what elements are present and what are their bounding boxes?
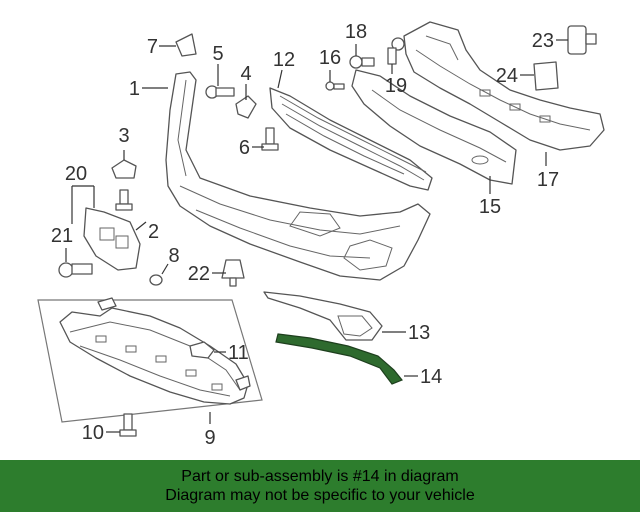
part-bumper-cover[interactable] (165, 71, 431, 281)
part-molding-highlighted[interactable] (275, 333, 403, 385)
callout-2: 2 (148, 221, 159, 243)
part-pin-16[interactable] (325, 81, 345, 91)
callout-18: 18 (345, 21, 367, 43)
callout-11: 11 (228, 342, 249, 364)
callout-16: 16 (319, 47, 341, 69)
callout-24: 24 (496, 65, 518, 87)
leader-lines (65, 39, 568, 433)
callout-12: 12 (273, 49, 295, 71)
splash-shield-outline-box (37, 299, 263, 423)
part-bolt-10[interactable] (119, 413, 137, 437)
callout-6: 6 (239, 137, 250, 159)
callout-4: 4 (240, 63, 251, 85)
callout-7: 7 (147, 36, 158, 58)
part-plug-8[interactable] (149, 274, 163, 286)
part-bumper-bracket[interactable] (83, 207, 141, 271)
part-screw-21[interactable] (58, 262, 93, 278)
part-clip-22[interactable] (221, 259, 245, 287)
part-reinforcement-beam[interactable] (403, 21, 605, 151)
callout-8: 8 (168, 245, 179, 267)
part-bracket-24[interactable] (533, 61, 559, 91)
callout-22: 22 (188, 263, 210, 285)
callout-23: 23 (532, 30, 554, 52)
part-bolt-2[interactable] (115, 189, 133, 211)
part-fog-lamp-bezel[interactable] (263, 291, 383, 341)
part-screw-18[interactable] (349, 55, 375, 69)
part-splash-shield[interactable] (59, 297, 251, 405)
part-energy-absorber[interactable] (351, 69, 517, 185)
parts-diagram: 1 2 3 4 5 6 7 8 9 10 11 12 13 14 15 16 1… (37, 21, 605, 449)
callout-14: 14 (420, 366, 442, 388)
part-sensor-23[interactable] (567, 25, 597, 55)
callout-10: 10 (82, 422, 104, 444)
callout-15: 15 (479, 196, 501, 218)
callout-5: 5 (212, 43, 223, 65)
callout-labels: 1 2 3 4 5 6 7 8 9 10 11 12 13 14 15 16 1… (51, 21, 559, 449)
callout-9: 9 (204, 427, 215, 449)
callout-3: 3 (118, 125, 129, 147)
part-clip-11[interactable] (189, 341, 215, 359)
callout-21: 21 (51, 225, 73, 247)
part-bolt-19[interactable] (387, 37, 405, 65)
callout-1: 1 (129, 78, 140, 100)
banner-line-disclaimer: Diagram may not be specific to your vehi… (165, 487, 475, 504)
part-bolt-6[interactable] (261, 127, 279, 151)
banner-line-part-number: Part or sub-assembly is #14 in diagram (181, 468, 459, 485)
callout-19: 19 (385, 75, 407, 97)
part-bracket-7[interactable] (175, 33, 197, 57)
part-retainer-clip-3[interactable] (111, 159, 137, 179)
callout-17: 17 (537, 169, 559, 191)
part-grille[interactable] (269, 87, 433, 191)
part-bolt-5[interactable] (205, 85, 235, 99)
callout-20: 20 (65, 163, 87, 185)
callout-13: 13 (408, 322, 430, 344)
info-banner: Part or sub-assembly is #14 in diagram D… (0, 460, 640, 512)
